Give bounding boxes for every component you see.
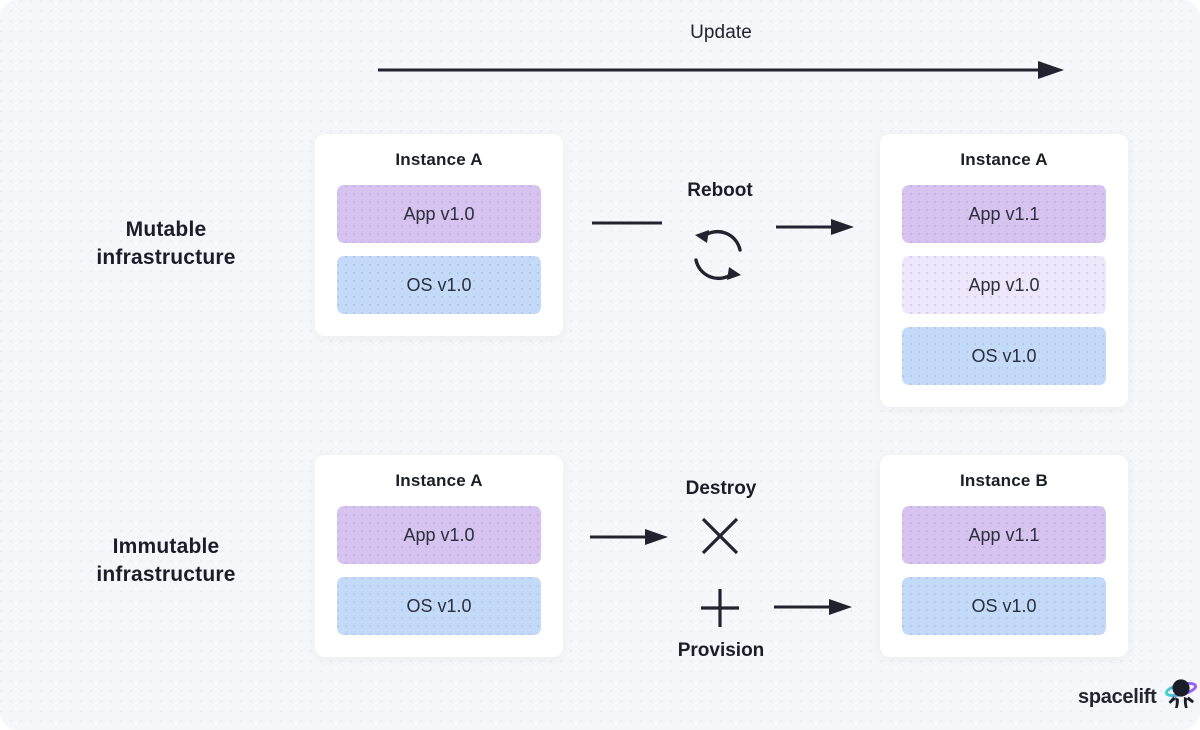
stack-block-app: App v1.0 (337, 506, 541, 564)
instance-card-title: Instance A (395, 471, 483, 490)
circular-refresh-icon (694, 229, 742, 281)
long-right-arrow-icon (378, 61, 1064, 79)
update-label: Update (690, 22, 752, 43)
logo-wordmark: spacelift (1078, 685, 1157, 708)
row-label-mutable-line2: infrastructure (96, 245, 236, 269)
destroy-label: Destroy (685, 478, 757, 499)
destroy-provision-group: Destroy Provision (580, 478, 870, 668)
row-label-mutable: Mutable infrastructure (36, 216, 296, 271)
instance-card-title: Instance A (960, 150, 1048, 169)
stack-block-app: App v1.1 (902, 506, 1106, 564)
update-flow-header: Update (378, 22, 1064, 82)
right-arrow-icon (774, 599, 852, 615)
stack-block-os: OS v1.0 (902, 327, 1106, 385)
row-label-immutable: Immutable infrastructure (36, 533, 296, 588)
instance-card-immutable-before: Instance A App v1.0 OS v1.0 (315, 455, 563, 657)
stack-block-app: App v1.0 (337, 185, 541, 243)
plus-icon (701, 589, 739, 627)
plain-line-icon (592, 221, 662, 225)
instance-card-title: Instance B (960, 471, 1048, 490)
stack-block-os: OS v1.0 (337, 577, 541, 635)
stack-block-app-old: App v1.0 (902, 256, 1106, 314)
instance-card-title: Instance A (395, 150, 483, 169)
instance-card-immutable-after: Instance B App v1.1 OS v1.0 (880, 455, 1128, 657)
right-arrow-icon (590, 529, 668, 545)
right-arrow-icon (776, 219, 854, 235)
spacelift-astronaut-planet-icon (1165, 679, 1198, 708)
cross-x-icon (701, 517, 739, 555)
row-label-mutable-line1: Mutable (125, 218, 207, 241)
instance-card-mutable-after: Instance A App v1.1 App v1.0 OS v1.0 (880, 134, 1128, 407)
row-label-immutable-line2: infrastructure (96, 562, 236, 586)
reboot-transition-group: Reboot (580, 180, 860, 290)
row-label-immutable-line1: Immutable (112, 535, 220, 558)
spacelift-logo: spacelift (1078, 678, 1198, 716)
stack-block-os: OS v1.0 (902, 577, 1106, 635)
reboot-label: Reboot (687, 180, 753, 201)
provision-label: Provision (677, 640, 765, 661)
stack-block-app-new: App v1.1 (902, 185, 1106, 243)
instance-card-mutable-before: Instance A App v1.0 OS v1.0 (315, 134, 563, 336)
stack-block-os: OS v1.0 (337, 256, 541, 314)
